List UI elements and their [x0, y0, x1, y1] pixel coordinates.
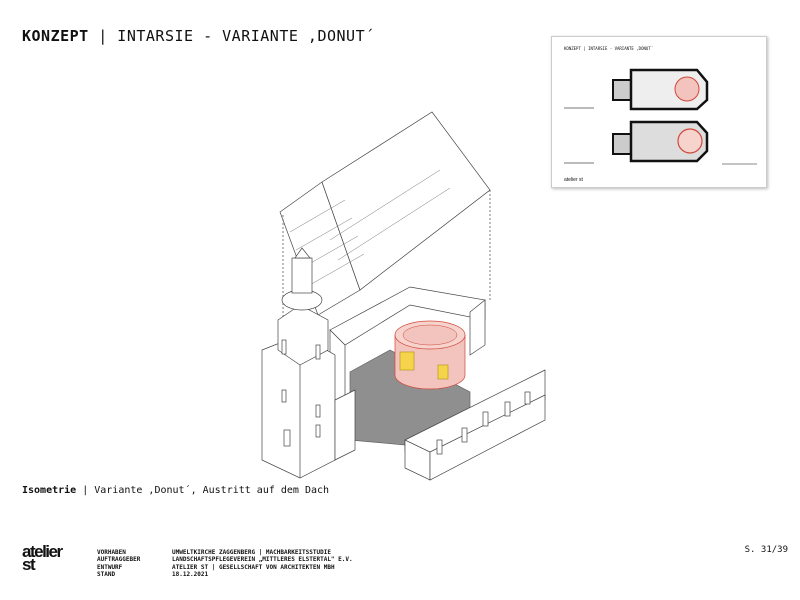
title-bold: KONZEPT: [22, 27, 89, 45]
label-stand: STAND: [97, 570, 116, 578]
tower: [261, 247, 356, 479]
caption-rest: | Variante ‚Donut´, Austritt auf dem Dac…: [76, 485, 330, 496]
figure-caption: Isometrie | Variante ‚Donut´, Austritt a…: [22, 485, 329, 496]
value-auftraggeber: LANDSCHAFTSPFLEGEVEREIN „MITTLERES ELSTE…: [172, 556, 353, 564]
plan-thumbnail[interactable]: KONZEPT | INTARSIE - VARIANTE ‚DONUT´ at…: [551, 36, 767, 188]
floor-plans: KONZEPT | INTARSIE - VARIANTE ‚DONUT´ at…: [564, 46, 757, 183]
thumbnail-logo: atelier st: [564, 177, 584, 183]
label-vorhaben: VORHABEN: [97, 549, 126, 556]
caption-bold: Isometrie: [22, 485, 77, 496]
footer-labels: VORHABEN AUFTRAGGEBER ENTWURF STAND: [97, 549, 140, 578]
front-wall: [404, 369, 546, 481]
footer-values: UMWELTKIRCHE ZAGGENBERG | MACHBARKEITSST…: [172, 549, 353, 578]
title-rest: | INTARSIE - VARIANTE ‚DONUT´: [88, 27, 375, 45]
page-number: S. 31/39: [744, 545, 788, 555]
value-entwurf: ATELIER ST | GESELLSCHAFT VON ARCHITEKTE…: [172, 563, 335, 571]
thumbnail-title: KONZEPT | INTARSIE - VARIANTE ‚DONUT´: [564, 46, 653, 51]
label-auftraggeber: AUFTRAGGEBER: [97, 556, 141, 564]
page-title: KONZEPT | INTARSIE - VARIANTE ‚DONUT´: [22, 27, 375, 45]
donut-volume: [394, 320, 466, 390]
value-stand: 18.12.2021: [172, 570, 209, 578]
label-entwurf: ENTWURF: [97, 563, 123, 571]
value-vorhaben: UMWELTKIRCHE ZAGGENBERG | MACHBARKEITSST…: [172, 549, 331, 556]
